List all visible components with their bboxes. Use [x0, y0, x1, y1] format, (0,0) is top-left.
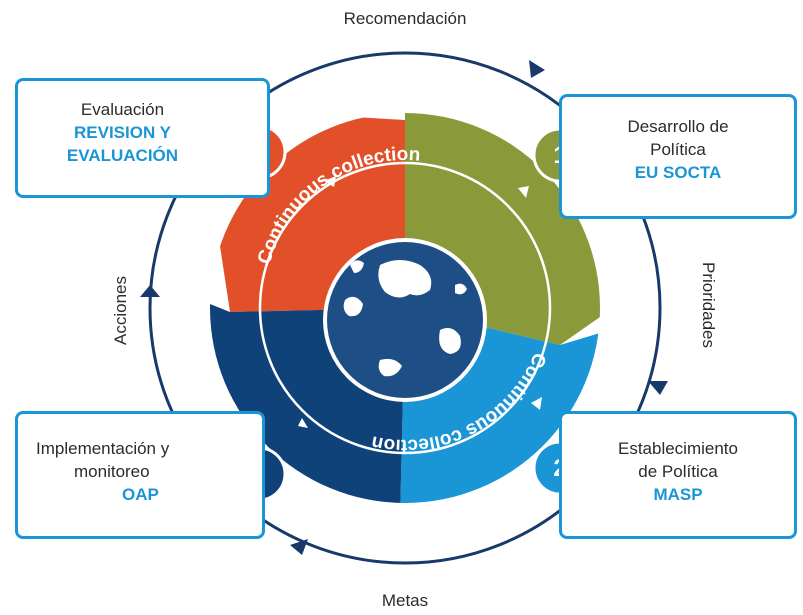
flow-label-right: Prioridades — [699, 262, 718, 348]
cycle-arrowheads — [140, 60, 668, 555]
inner-ring-arrow-right — [518, 186, 529, 198]
stage-2-acronym: MASP — [653, 485, 703, 504]
inner-ring-arrow-top — [324, 176, 336, 187]
stage-3-acronym: OAP — [122, 485, 159, 504]
arrowhead-right — [648, 381, 668, 395]
inner-ring-arrow-br — [531, 397, 542, 410]
globe-icon — [323, 238, 487, 402]
inner-ring-arrow-bl — [298, 418, 308, 428]
cycle-arrow-ring — [148, 51, 662, 565]
flow-label-bottom: Metas — [382, 591, 428, 610]
arrowhead-bottom — [290, 539, 308, 555]
stage-3-line2: monitoreo — [74, 462, 150, 481]
stage-4-acronym: EVALUACIÓN — [66, 146, 179, 165]
stage-4-line1: Evaluación — [80, 100, 165, 119]
stage-2-line2: de Política — [638, 462, 718, 481]
stage-box-evaluacion: Evaluación REVISION Y EVALUACIÓN — [15, 78, 270, 198]
stage-3-line1: Implementación y — [36, 439, 170, 458]
stage-box-implementacion: Implementación y monitoreo OAP — [15, 411, 265, 539]
flow-label-top: Recomendación — [344, 9, 467, 28]
stage-1-line1: Desarrollo de — [627, 117, 729, 136]
flow-label-left: Acciones — [111, 276, 130, 345]
stage-box-desarrollo: Desarrollo de Política EU SOCTA — [559, 94, 797, 219]
stage-box-establecimiento: Establecimiento de Política MASP — [559, 411, 797, 539]
stage-4-line2: REVISION Y — [74, 123, 171, 142]
arrowhead-left — [140, 285, 160, 297]
arrowhead-top-right — [529, 60, 545, 78]
inner-ring — [258, 161, 552, 455]
stage-2-line1: Establecimiento — [617, 439, 738, 458]
stage-1-line2: Política — [650, 140, 706, 159]
stage-1-acronym: EU SOCTA — [634, 163, 722, 182]
